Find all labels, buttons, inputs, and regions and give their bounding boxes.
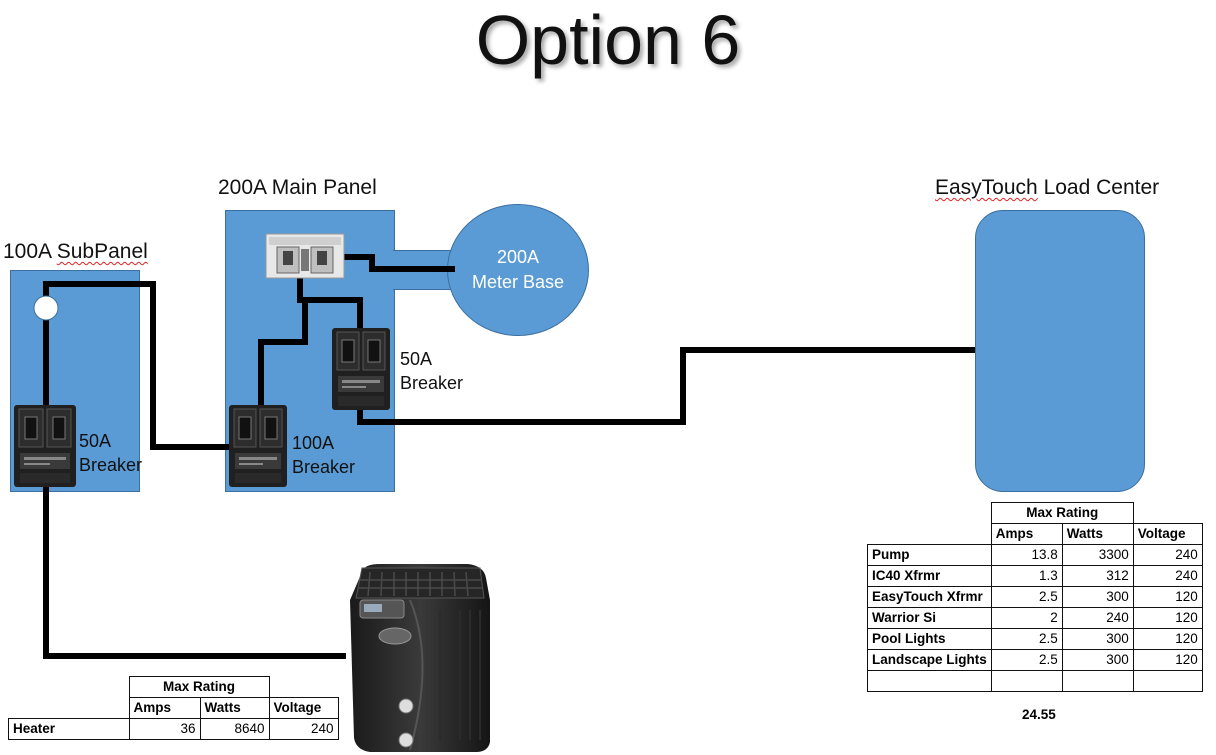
load-row-voltage: 120 <box>1132 649 1203 671</box>
load-table-col-voltage: Voltage <box>1132 523 1203 545</box>
easytouch-load-center[interactable] <box>975 210 1145 492</box>
heater-table-col-amps: Amps <box>128 697 201 719</box>
heater-row-voltage: 240 <box>268 718 339 740</box>
load-row-amps: 2.5 <box>990 586 1063 608</box>
table-row: IC40 Xfrmr 1.3 312 240 <box>867 565 1203 587</box>
load-row-watts: 3300 <box>1061 544 1134 566</box>
neutral-connector <box>33 295 59 321</box>
breaker-100a-main-icon[interactable] <box>229 405 287 487</box>
meter-base-line2: Meter Base <box>471 272 565 292</box>
easytouch-label-squig: EasyTouch <box>935 176 1038 199</box>
heater-row-amps: 36 <box>128 718 201 740</box>
heater-row-name: Heater <box>8 718 130 740</box>
heater-table-col-watts: Watts <box>199 697 270 719</box>
main-breaker-50-label-line1: 50A <box>400 349 433 369</box>
pool-heater-icon <box>350 564 490 752</box>
load-row-voltage: 120 <box>1132 586 1203 608</box>
load-row-watts: 240 <box>1061 607 1134 629</box>
wire-main-to-breaker50 <box>305 297 363 332</box>
load-table-col-watts: Watts <box>1061 523 1134 545</box>
load-center-table: Max Rating Amps Watts Voltage Pump 13.8 … <box>867 502 1203 692</box>
meter-base[interactable]: 200A Meter Base <box>447 204 589 336</box>
load-row-amps: 2.5 <box>990 628 1063 650</box>
main-breaker-100-label: 100A Breaker <box>292 431 355 479</box>
breaker-50a-subpanel-icon[interactable] <box>14 405 76 487</box>
subpanel-label: 100A SubPanel <box>3 240 148 264</box>
table-row: Pump 13.8 3300 240 <box>867 544 1203 566</box>
wire-breaker50-to-easytouch <box>357 347 975 425</box>
table-row: Warrior Si 2 240 120 <box>867 607 1203 629</box>
subpanel-label-main: 100A <box>3 240 57 263</box>
heater-table-header-group: Max Rating <box>128 676 270 698</box>
main-breaker-50-label-line2: Breaker <box>400 373 464 393</box>
load-row-amps: 2 <box>990 607 1063 629</box>
breaker-50a-main-icon[interactable] <box>332 328 390 410</box>
load-row-watts: 300 <box>1061 586 1134 608</box>
meter-base-line1: 200A <box>496 247 540 267</box>
load-row-voltage: 120 <box>1132 628 1203 650</box>
load-table-header-group: Max Rating <box>990 502 1134 524</box>
subpanel-breaker-label-line1: 50A <box>79 431 112 451</box>
subpanel-breaker-label-line2: Breaker <box>79 455 143 475</box>
load-row-watts: 300 <box>1061 628 1134 650</box>
load-row-name: Landscape Lights <box>867 649 992 671</box>
heater-table: Max Rating Amps Watts Voltage Heater 36 … <box>8 676 339 740</box>
load-row-watts: 300 <box>1061 649 1134 671</box>
easytouch-label-rest: Load Center <box>1037 176 1160 199</box>
subpanel-label-squig: SubPanel <box>56 240 148 263</box>
table-row: EasyTouch Xfrmr 2.5 300 120 <box>867 586 1203 608</box>
subpanel-breaker-label: 50A Breaker <box>79 429 142 477</box>
load-row-amps: 2.5 <box>990 649 1063 671</box>
load-table-col-amps: Amps <box>990 523 1063 545</box>
heater-table-col-voltage: Voltage <box>268 697 339 719</box>
load-row-voltage: 240 <box>1132 565 1203 587</box>
table-row: Pool Lights 2.5 300 120 <box>867 628 1203 650</box>
main-breaker-50-label: 50A Breaker <box>400 347 463 395</box>
main-panel-label: 200A Main Panel <box>218 176 377 199</box>
wire-main-to-meter <box>340 254 455 272</box>
main-breaker-icon[interactable] <box>265 233 345 279</box>
page-title: Option 6 <box>475 1 741 79</box>
main-breaker-100-label-line1: 100A <box>292 433 335 453</box>
wire-subpanel-to-main <box>43 281 235 450</box>
load-row-name: Warrior Si <box>867 607 992 629</box>
load-row-name: Pump <box>867 544 992 566</box>
load-row-name: EasyTouch Xfrmr <box>867 586 992 608</box>
load-row-watts: 312 <box>1061 565 1134 587</box>
load-row-voltage: 240 <box>1132 544 1203 566</box>
load-total: 24.55 <box>1022 707 1056 722</box>
easytouch-label: EasyTouch Load Center <box>935 176 1159 200</box>
load-row-voltage: 120 <box>1132 607 1203 629</box>
load-row-amps: 1.3 <box>990 565 1063 587</box>
load-row-name: IC40 Xfrmr <box>867 565 992 587</box>
main-breaker-100-label-line2: Breaker <box>292 457 356 477</box>
heater-row-watts: 8640 <box>199 718 270 740</box>
table-row: Landscape Lights 2.5 300 120 <box>867 649 1203 671</box>
load-row-amps: 13.8 <box>990 544 1063 566</box>
wire-subpanel-to-heater <box>43 486 346 659</box>
wire-main-to-breaker100 <box>258 278 308 410</box>
load-row-name: Pool Lights <box>867 628 992 650</box>
table-row: Heater 36 8640 240 <box>8 718 339 740</box>
table-row-empty <box>867 670 1203 692</box>
